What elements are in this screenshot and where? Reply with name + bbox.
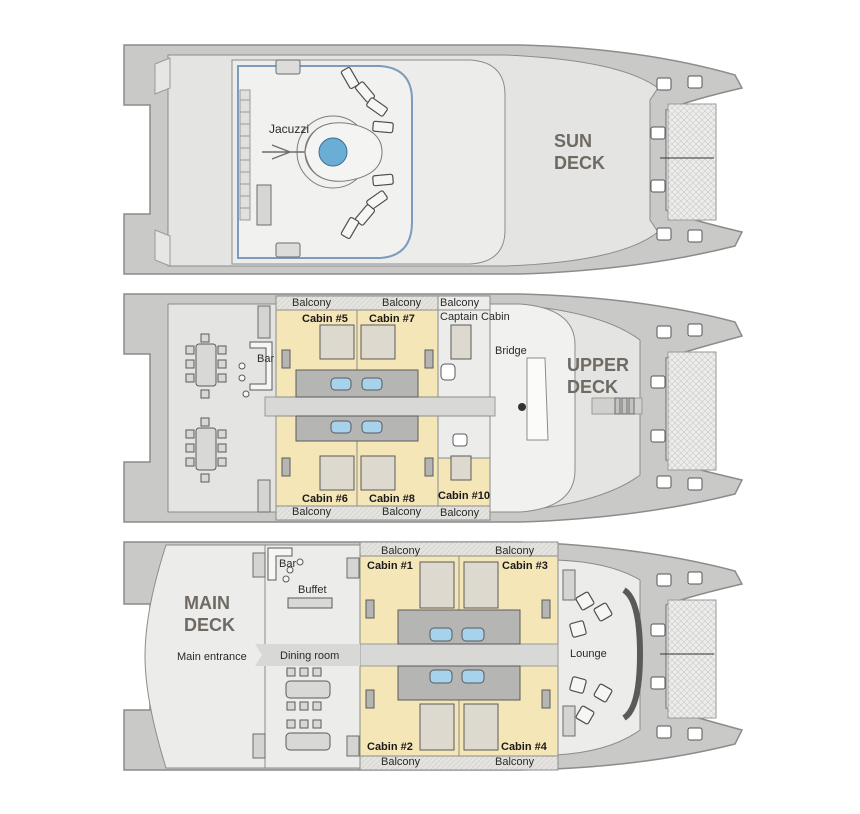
balcony-2-label: Balcony (381, 756, 421, 768)
upper-bar-counter (249, 341, 273, 391)
upper-deck-tables (185, 333, 227, 483)
sun-loungers (340, 66, 394, 240)
balcony-3-label: Balcony (495, 545, 535, 557)
main-deck-title-line2: DECK (184, 615, 235, 635)
upper-deck-title-line2: DECK (567, 377, 618, 397)
sun-deck-title-line2: DECK (554, 153, 605, 173)
balcony-5-label: Balcony (292, 297, 332, 309)
sun-deck-net (667, 103, 717, 221)
sun-deck: Jacuzzi SUN DECK (123, 44, 744, 275)
bridge-label: Bridge (495, 345, 527, 357)
balcony-6-label: Balcony (292, 506, 332, 518)
cabin-1-label: Cabin #1 (367, 560, 413, 572)
cabin-10-label: Cabin #10 (438, 490, 490, 502)
upper-stairs (257, 305, 271, 513)
balcony-8-label: Balcony (382, 506, 422, 518)
upper-deck-bollards (650, 323, 703, 491)
jacuzzi-pool (318, 137, 348, 167)
lounge-area (555, 559, 641, 756)
sun-deck-rail (239, 89, 251, 221)
main-bar-counter (267, 547, 293, 581)
cabin-8-label: Cabin #8 (369, 493, 415, 505)
lounge-furniture (569, 587, 644, 725)
sun-deck-bollards (650, 75, 703, 243)
sun-deck-stairs (256, 184, 272, 226)
dining-room-label: Dining room (280, 650, 339, 662)
main-stairs (252, 552, 576, 759)
upper-bar-label: Bar (257, 353, 274, 365)
cabin-2-label: Cabin #2 (367, 741, 413, 753)
sun-deck-stern-steps (154, 57, 171, 267)
sun-deck-title-line1: SUN (554, 131, 592, 151)
main-deck-title-line1: MAIN (184, 593, 230, 613)
upper-deck: Balcony Balcony Balcony Balcony Balcony … (123, 293, 744, 523)
sun-deck-tables (275, 59, 301, 258)
main-bar-label: Bar (279, 558, 296, 570)
captain-cabin-label: Captain Cabin (440, 311, 510, 323)
main-corridor (359, 643, 559, 667)
balcony-10-label: Balcony (440, 507, 480, 519)
dining-tables (285, 667, 331, 751)
cabin-6-label: Cabin #6 (302, 493, 348, 505)
jacuzzi-label: Jacuzzi (269, 122, 309, 136)
upper-deck-title-line1: UPPER (567, 355, 629, 375)
cabin-3-label: Cabin #3 (502, 560, 548, 572)
lounge-label: Lounge (570, 648, 607, 660)
cabin-7-label: Cabin #7 (369, 313, 415, 325)
upper-corridor (264, 396, 496, 417)
main-deck: Balcony Balcony Balcony Balcony Cabin #1… (123, 541, 744, 771)
buffet-label: Buffet (298, 584, 327, 596)
balcony-7-label: Balcony (382, 297, 422, 309)
balcony-captain-label: Balcony (440, 297, 480, 309)
upper-cabin-furniture (281, 324, 472, 491)
main-cabin-furniture (365, 561, 551, 751)
main-entrance-label: Main entrance (177, 651, 247, 663)
main-entrance-area (144, 544, 266, 769)
main-deck-bollards (650, 571, 703, 741)
cabin-5-label: Cabin #5 (302, 313, 348, 325)
balcony-4-label: Balcony (495, 756, 535, 768)
balcony-1-label: Balcony (381, 545, 421, 557)
cabin-4-label: Cabin #4 (501, 741, 548, 753)
buffet-counter (287, 597, 333, 609)
